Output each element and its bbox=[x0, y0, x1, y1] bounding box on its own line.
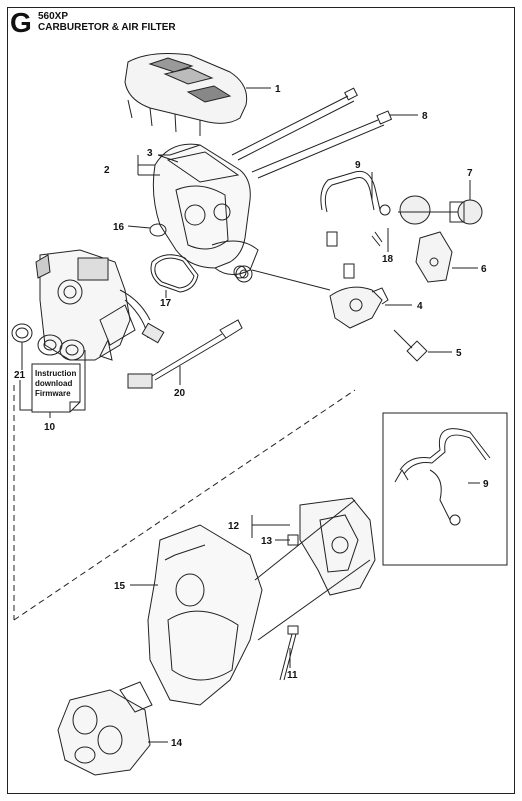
label-part-8: 8 bbox=[422, 111, 428, 122]
document-text: Instruction download Firmware bbox=[35, 369, 81, 399]
page-frame bbox=[7, 7, 515, 794]
label-part-15: 15 bbox=[114, 581, 126, 592]
throttle-lever bbox=[329, 286, 412, 329]
ring bbox=[11, 323, 33, 370]
cable bbox=[127, 319, 243, 389]
inset-box bbox=[382, 412, 508, 566]
o-ring bbox=[127, 223, 167, 237]
plug-connector bbox=[141, 322, 165, 344]
label-part-14: 14 bbox=[171, 738, 183, 749]
label-part-18: 18 bbox=[382, 254, 394, 265]
label-bracket bbox=[251, 515, 290, 538]
label-part-16: 16 bbox=[113, 222, 125, 233]
document-line-2: download bbox=[35, 379, 73, 388]
screw bbox=[393, 329, 452, 362]
label-part-11: 11 bbox=[287, 670, 298, 681]
label-part-13: 13 bbox=[261, 536, 273, 547]
primer-bulb bbox=[398, 180, 483, 225]
label-part-3: 3 bbox=[147, 148, 153, 159]
label-part-1: 1 bbox=[275, 84, 281, 95]
model-name: 560XP bbox=[38, 11, 69, 22]
side-cover bbox=[130, 524, 263, 706]
label-part-9: 9 bbox=[355, 160, 361, 171]
bolt bbox=[279, 625, 299, 681]
label-part-20: 20 bbox=[174, 388, 186, 399]
label-part-17: 17 bbox=[160, 298, 172, 309]
section-letter: G bbox=[10, 7, 32, 38]
label-part-21: 21 bbox=[14, 370, 26, 381]
label-part-9-inset: 9 bbox=[483, 479, 489, 490]
throttle-housing bbox=[287, 497, 376, 596]
long-bolts bbox=[231, 87, 418, 179]
label-part-4: 4 bbox=[417, 301, 423, 312]
document-line-1: Instruction bbox=[35, 369, 77, 378]
gasket bbox=[150, 254, 199, 298]
label-part-7: 7 bbox=[467, 168, 473, 179]
inset-fuel-hose bbox=[394, 428, 491, 526]
dashed-separator bbox=[13, 389, 356, 621]
section-title: CARBURETOR & AIR FILTER bbox=[38, 22, 176, 33]
label-part-6: 6 bbox=[481, 264, 487, 275]
carburetor-adapter bbox=[235, 265, 331, 291]
label-part-10: 10 bbox=[44, 422, 56, 433]
label-part-2: 2 bbox=[104, 165, 110, 176]
label-part-12: 12 bbox=[228, 521, 240, 532]
air-filter-holder bbox=[137, 143, 259, 279]
choke-lever bbox=[415, 231, 478, 283]
air-filter-cover bbox=[124, 53, 271, 136]
document-line-3: Firmware bbox=[35, 389, 71, 398]
document-icon bbox=[31, 363, 81, 413]
carburetor bbox=[35, 249, 151, 361]
intake-manifold bbox=[57, 681, 168, 776]
fuel-hose bbox=[320, 170, 391, 279]
label-part-5: 5 bbox=[456, 348, 462, 359]
